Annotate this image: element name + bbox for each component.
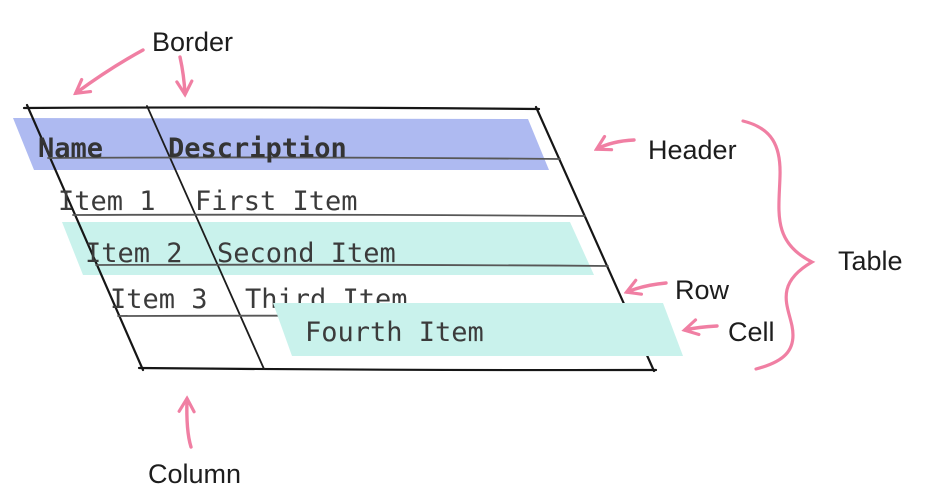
table-border-top [22,106,541,111]
cell-arrow [685,326,719,330]
header-cell-name: Name [38,133,103,164]
table-brace [741,119,816,371]
border-arrow-left [76,48,145,93]
cell-row3-name: Item 3 [110,284,208,315]
table-label: Table [838,246,903,276]
row-separator-line-2 [95,263,609,267]
row-arrow [627,283,668,292]
header-separator-line [47,156,561,160]
row-separator-line-1 [72,213,586,217]
header-cell-description: Description [168,133,347,164]
cell-highlight [273,303,683,356]
header-arrow [597,140,636,149]
row-label: Row [675,275,730,305]
header-label: Header [648,135,737,165]
border-label: Border [152,27,233,57]
cell-label: Cell [728,317,775,347]
cell-row1-description: First Item [195,186,358,217]
cell-row1-name: Item 1 [58,186,156,217]
column-arrow [187,399,191,449]
column-divider-line [146,105,265,370]
column-label: Column [148,459,241,489]
table-border-bottom [137,366,658,372]
border-arrow-down [180,55,185,94]
table-border-left [25,103,145,372]
cell-row2-name: Item 2 [85,238,183,269]
row-highlight [62,222,594,275]
cell-row4-description: Fourth Item [305,317,484,348]
cell-row2-description: Second Item [217,238,396,269]
